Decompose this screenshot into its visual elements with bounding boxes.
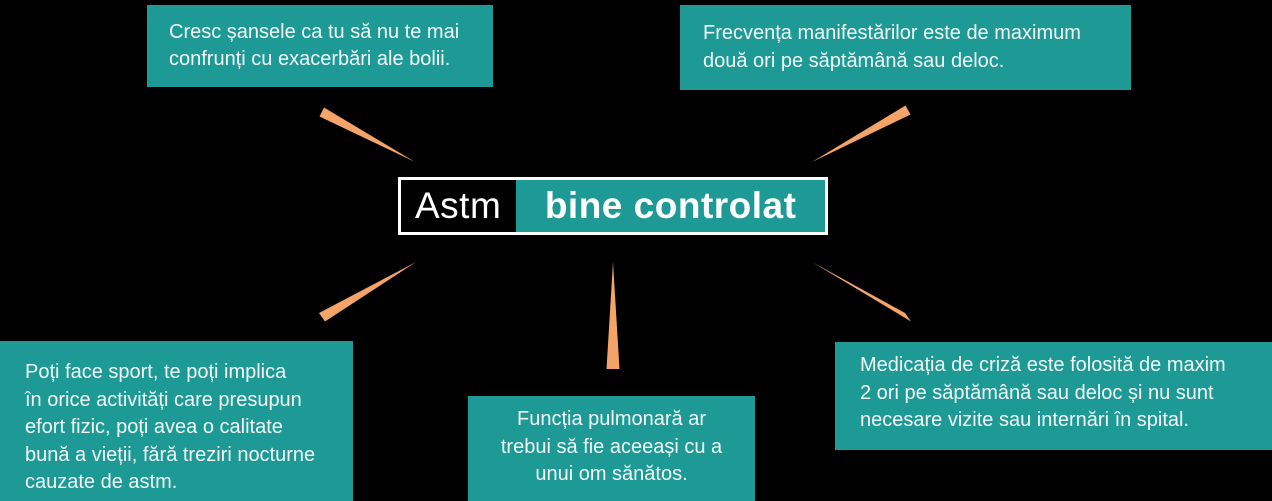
callout-exacerbations-text: Cresc șansele ca tu să nu te mai confrun… — [169, 20, 460, 71]
callout-physical-activity-text: Poți face sport, te poți implica în oric… — [25, 361, 316, 493]
title-highlight: bine controlat — [516, 180, 825, 232]
callout-symptom-frequency-text: Frecvența manifestărilor este de maximum… — [703, 22, 1081, 72]
title-box: Astm bine controlat — [398, 177, 828, 235]
callout-physical-activity: Poți face sport, te poți implica în oric… — [0, 341, 353, 501]
title-prefix: Astm — [401, 180, 517, 232]
connector-bottom-left — [319, 262, 416, 322]
connector-top-right — [812, 105, 911, 162]
connector-bottom-center — [606, 262, 620, 369]
callout-lung-function: Funcția pulmonară ar trebui să fie aceea… — [468, 396, 755, 501]
callout-exacerbations: Cresc șansele ca tu să nu te mai confrun… — [147, 5, 493, 87]
callout-rescue-medication-text: Medicația de criză este folosită de maxi… — [860, 354, 1226, 431]
callout-lung-function-text: Funcția pulmonară ar trebui să fie aceea… — [500, 408, 723, 485]
connector-top-left — [319, 107, 415, 162]
callout-rescue-medication: Medicația de criză este folosită de maxi… — [835, 342, 1272, 450]
callout-symptom-frequency: Frecvența manifestărilor este de maximum… — [680, 5, 1131, 90]
connector-bottom-right — [812, 262, 911, 322]
